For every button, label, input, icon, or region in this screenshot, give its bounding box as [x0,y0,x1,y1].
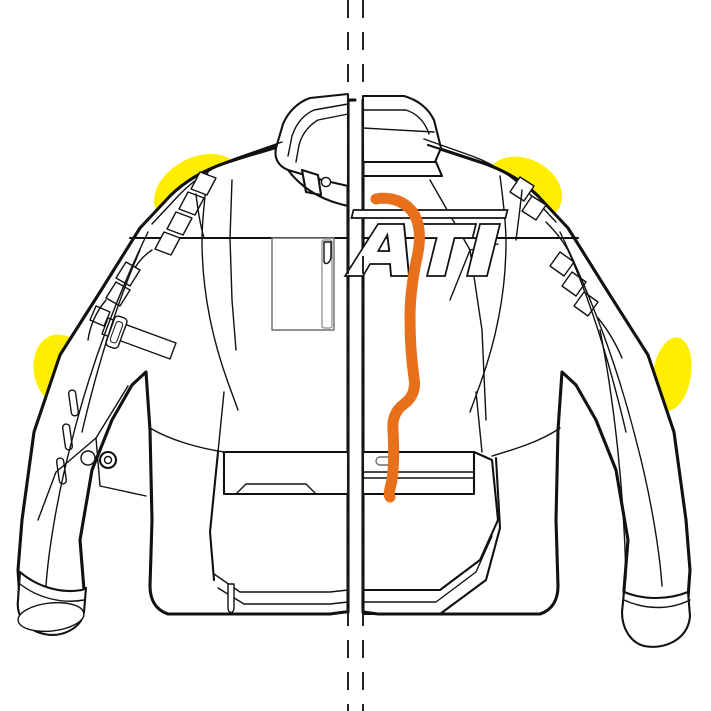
collar-front-fold-1 [287,103,349,157]
cuff-right [620,590,692,648]
front-armhole-seam [201,169,239,411]
left-sleeve-seam-inner [81,249,141,433]
logo-top-bar [350,209,509,219]
reflective-seg-l4 [154,231,181,256]
back-underarm-curve [491,427,561,457]
front-shoulder-panel-line [151,141,283,225]
collar-back-base [361,160,444,178]
left-sleeve-seam-outer [45,231,149,587]
cuff-left-band-line [19,583,85,602]
front-underarm-curve [149,427,225,453]
front-princess-seam [229,179,237,351]
chest-pocket-zip-pull-icon [323,241,332,265]
cuff-right-band-line [623,599,691,609]
collar-back-seam-1 [362,109,430,135]
waist-band-front [208,450,350,614]
logo-letter-i [465,223,502,277]
right-sleeve-seam-mid [599,329,627,579]
forearm-snap-outer-icon [98,450,118,470]
back-lower-outline [361,456,502,616]
cuff-left-opening [17,601,85,633]
hem-zip-pull-icon [227,583,235,614]
centerline-group [347,0,364,711]
reflective-pointer-left [195,193,205,239]
chest-pocket [271,237,335,331]
forearm-panel-seam [95,385,147,497]
strap-keeper [89,305,111,327]
back-feature-route [370,192,425,503]
reflective-seg-r1 [509,176,535,202]
reflective-arc-r2 [597,317,623,359]
back-armhole-seam [469,175,507,413]
collar-snap-stud-icon [320,176,332,188]
reflective-seg-l3 [166,211,193,236]
back-side-panel [361,450,500,592]
logo-letter-a [343,223,411,277]
collar-front-fold-2 [295,113,349,163]
front-lower-panel-left [208,450,220,582]
sleeve-adjust-strap [89,305,177,360]
brand-logo [343,209,509,277]
forearm-eyelet-icon [80,450,96,466]
collar-back-seam-2 [362,127,435,133]
reflective-arc-l2 [87,299,107,341]
vent-slot-1 [67,389,80,417]
forearm-details [37,385,147,521]
forearm-lower-seam [37,437,97,521]
collar-back-outer [361,94,443,164]
front-flap-line [235,483,317,495]
cuff-left [16,570,88,636]
back-yoke-seam [426,143,570,230]
reflective-seg-r2 [521,195,547,221]
front-side-seam [217,391,225,453]
collar-front-neckline [286,168,350,208]
front-hem-fold [213,573,349,593]
reflective-seg-r3 [549,251,575,277]
right-sleeve-seam-outer [559,231,663,587]
collar-back [361,94,444,178]
reflective-strip-left [87,171,217,341]
reflective-seg-l1 [190,171,217,196]
right-sleeve-seam-inner [567,249,627,433]
back-side-seam [475,391,483,453]
back-hem-line [362,535,493,603]
forearm-snap-inner-icon [103,455,113,465]
reflective-pointer-right [515,189,523,241]
strap-buckle-inner [109,320,124,344]
collar-front [274,92,350,208]
